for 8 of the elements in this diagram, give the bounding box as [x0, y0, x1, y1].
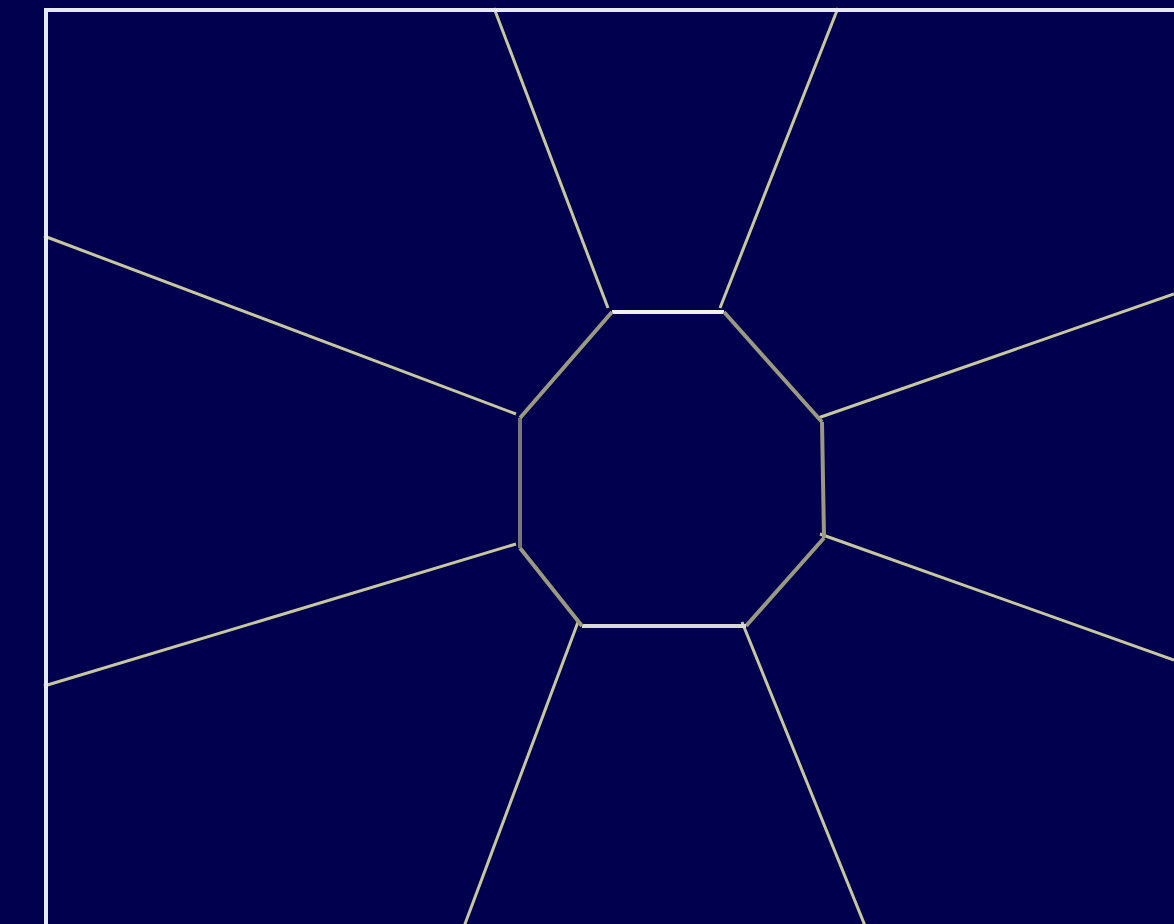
- frame-box: [44, 8, 1174, 924]
- spoke-line: [492, 7, 610, 309]
- spoke-line: [817, 292, 1174, 420]
- spoke-line: [718, 7, 840, 309]
- spoke-line: [819, 532, 1174, 662]
- spoke-line: [43, 542, 517, 688]
- spoke-line: [43, 234, 517, 416]
- octagon-shape: [520, 312, 824, 626]
